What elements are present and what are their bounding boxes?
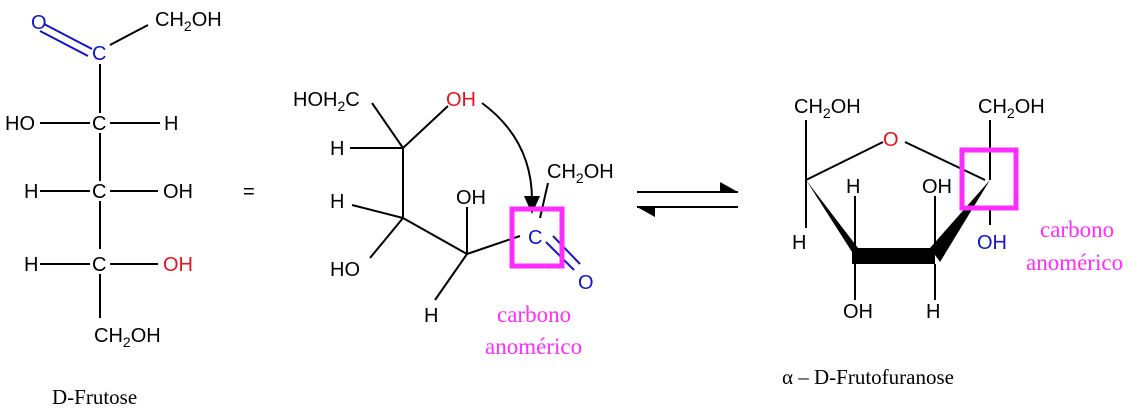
h-bottom: H xyxy=(424,305,438,327)
ring-oxygen: O xyxy=(883,129,899,151)
anomeric-label-line1: carbono xyxy=(1040,217,1114,242)
anomeric-highlight-box xyxy=(509,206,565,269)
c4-oh: OH xyxy=(163,181,193,203)
hoh2c-label: HOH2C xyxy=(293,89,360,114)
carbonyl-bond xyxy=(552,235,581,265)
ch2oh-left: CH2OH xyxy=(794,96,861,121)
bond-ch2-c5 xyxy=(371,102,404,149)
forward-arrow-head xyxy=(720,182,738,192)
furanose-structure: CH2OH O CH2OH H H OH OH H OH carbono ano… xyxy=(782,96,1123,389)
nucleophilic-attack-arrow xyxy=(481,102,533,201)
ch2oh-top: CH2OH xyxy=(155,9,222,34)
c5-oh: OH xyxy=(163,254,193,276)
oh-mid: OH xyxy=(456,187,486,209)
fischer-projection: O C CH2OH C HO H C H OH C H OH CH2OH D-F… xyxy=(5,9,222,409)
bond-c4-ho xyxy=(369,217,404,259)
wedge-c3-c2 xyxy=(930,180,990,262)
h-lower: H xyxy=(330,191,344,213)
c4-h: H xyxy=(24,181,38,203)
bond-c4-c3 xyxy=(402,217,468,255)
anomeric-hydroxyl: OH xyxy=(977,232,1007,254)
bond-c2-ch2oh xyxy=(109,24,149,46)
carbonyl-carbon: C xyxy=(92,43,106,65)
h-c3-bottom: H xyxy=(926,301,940,323)
reverse-arrow-head xyxy=(637,207,655,217)
c5-h: H xyxy=(24,254,38,276)
c3-carbon: C xyxy=(92,113,106,135)
ho-label: HO xyxy=(330,259,360,281)
furanose-name: α – D-Frutofuranose xyxy=(782,365,954,389)
anomeric-carbon: C xyxy=(528,227,542,249)
oh-c3: OH xyxy=(922,176,952,198)
wedge-c5-c4 xyxy=(806,180,860,262)
wedge-c4-c3-bold xyxy=(852,248,935,264)
double-bond-c2-o xyxy=(39,30,89,57)
anomeric-label-line1: carbono xyxy=(497,302,571,327)
fructose-name: D-Frutose xyxy=(52,385,137,409)
arrow-head xyxy=(524,196,540,214)
oh-c4-bottom: OH xyxy=(843,301,873,323)
c3-ho: HO xyxy=(5,113,35,135)
anomeric-label-line2: anomérico xyxy=(1026,250,1123,275)
bond-o-c2 xyxy=(904,141,986,181)
anomeric-label-line2: anomérico xyxy=(485,334,582,359)
ch2oh-right: CH2OH xyxy=(547,161,614,186)
open-chain-structure: HOH2C OH H H HO OH H CH2OH C O carbono a… xyxy=(293,89,614,359)
red-hydroxyl: OH xyxy=(446,89,476,111)
double-bond-c2-o xyxy=(43,23,93,50)
c3-h: H xyxy=(164,113,178,135)
h-upper: H xyxy=(330,138,344,160)
bond-c3-h xyxy=(434,253,468,301)
carbonyl-oxygen: O xyxy=(578,272,594,294)
c5-carbon: C xyxy=(92,254,106,276)
bond-c2-ch2oh xyxy=(539,182,549,219)
h-c4: H xyxy=(846,176,860,198)
carbonyl-oxygen: O xyxy=(31,12,47,34)
c4-carbon: C xyxy=(92,181,106,203)
ch2oh-bottom: CH2OH xyxy=(94,325,161,350)
bond-c5-o xyxy=(805,141,884,181)
equals-sign: = xyxy=(243,181,255,203)
ch2oh-right: CH2OH xyxy=(978,96,1045,121)
bond-c5-oh xyxy=(402,105,449,149)
bond-c4-h xyxy=(351,204,404,219)
h-c5: H xyxy=(792,232,806,254)
anomeric-highlight-box xyxy=(959,147,1019,211)
equilibrium-arrows xyxy=(637,182,738,217)
